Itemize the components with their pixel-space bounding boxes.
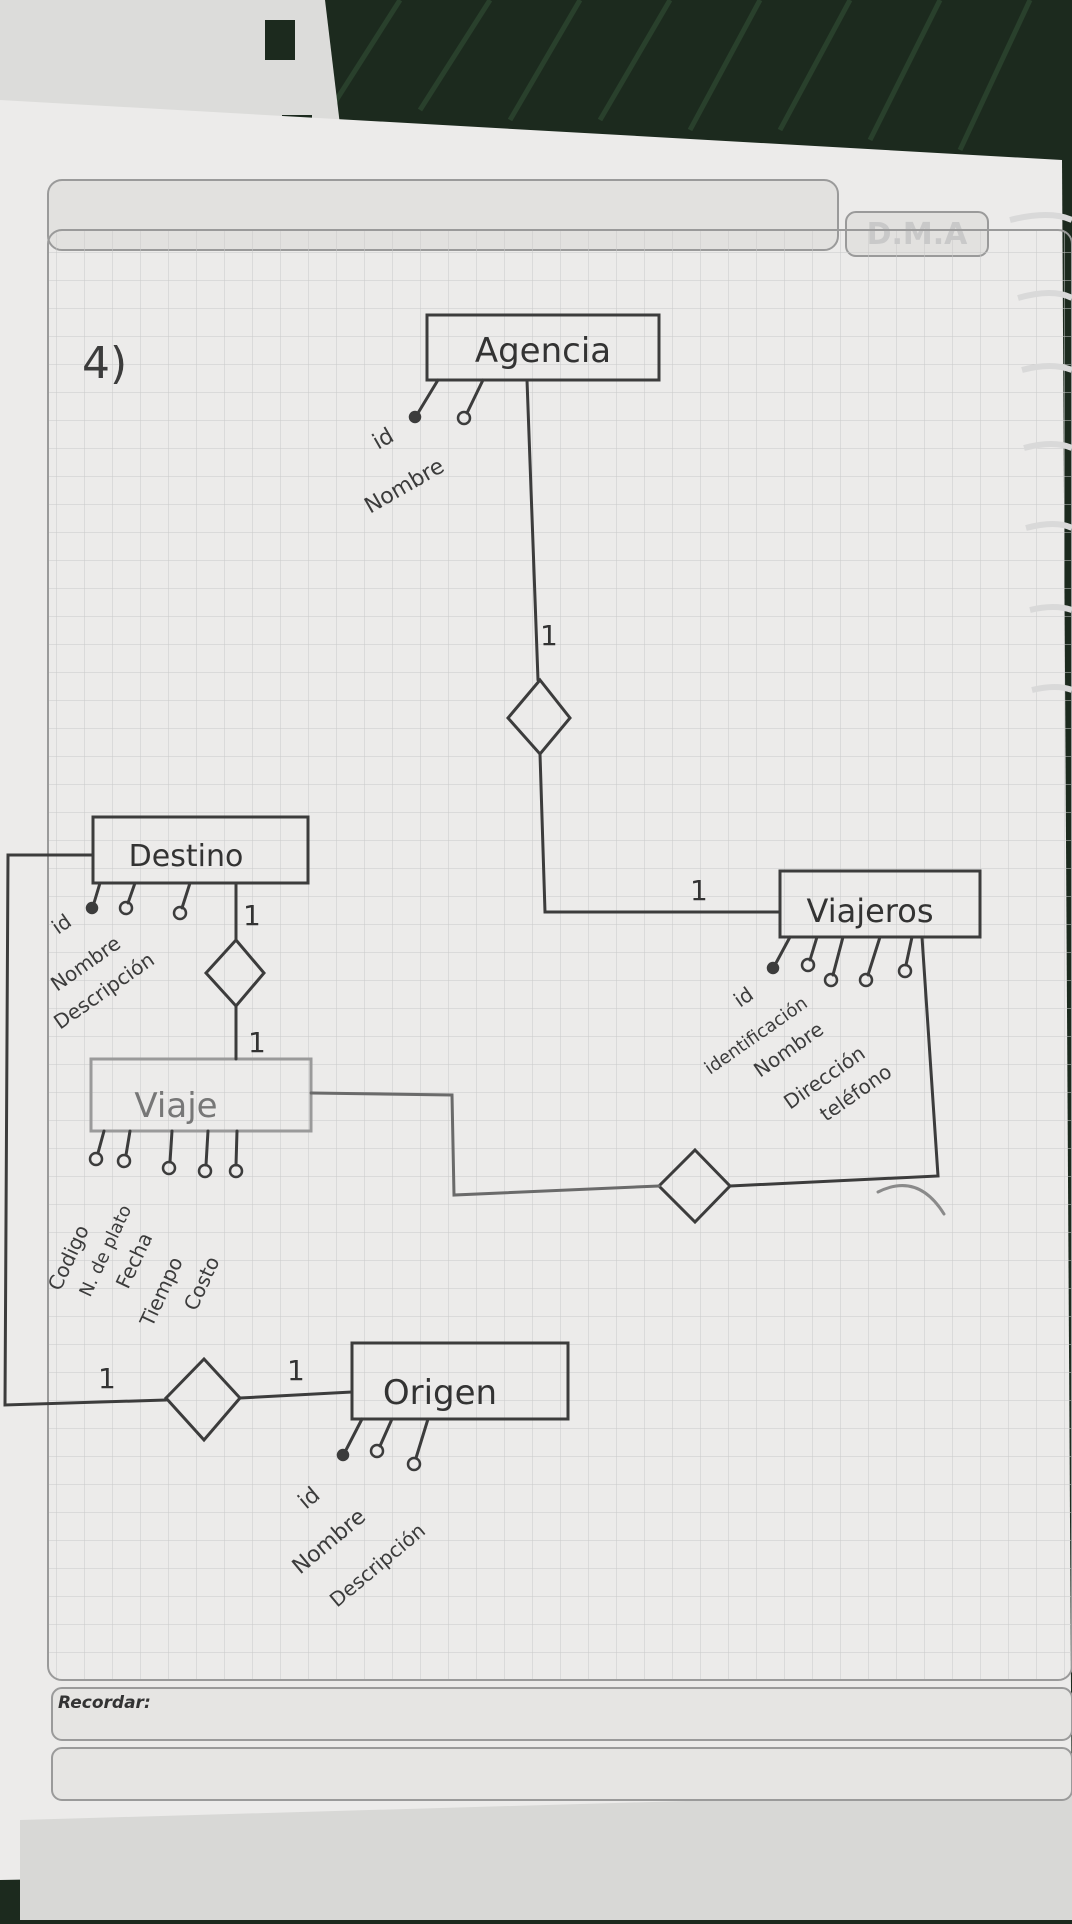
cardinality-label: 1 xyxy=(540,619,558,652)
attribute-markers xyxy=(85,410,913,1472)
entity-origen xyxy=(350,1341,570,1421)
entity-agencia xyxy=(425,313,661,382)
footer-box xyxy=(51,1687,1072,1741)
cardinality-label: 1 xyxy=(243,899,261,932)
cardinality-labels: 1 1 1 1 1 1 xyxy=(98,619,708,1395)
background-texture xyxy=(327,0,1033,152)
cardinality-label: 1 xyxy=(248,1026,266,1059)
attribute-stem xyxy=(416,378,440,415)
line-destino-rel-origen xyxy=(3,853,168,1407)
relationship-viaje-viajeros xyxy=(656,1147,733,1225)
entity-label-agencia: Agencia xyxy=(475,331,611,371)
footer-label: Recordar: xyxy=(58,1693,151,1713)
entity-destino xyxy=(91,815,310,885)
line-viaje-rel xyxy=(309,1091,661,1197)
back-page xyxy=(0,0,340,125)
entity-label-destino: Destino xyxy=(129,839,244,874)
grid-area xyxy=(47,229,1072,1681)
cardinality-label: 1 xyxy=(287,1354,305,1387)
entity-label-origen: Origen xyxy=(383,1373,497,1413)
cardinality-label: 1 xyxy=(690,874,708,907)
line-agencia-rel xyxy=(525,378,540,682)
paper-edge xyxy=(20,1790,1072,1920)
spiral-binding xyxy=(1009,212,1072,693)
line-rel-viajeros xyxy=(538,752,782,914)
entity-viaje xyxy=(89,1057,313,1133)
exercise-number: 4) xyxy=(82,338,127,389)
binder-hole xyxy=(265,20,295,60)
er-diagram xyxy=(3,313,982,1460)
cardinality-label: 1 xyxy=(98,1362,116,1395)
stray-mark xyxy=(876,1184,946,1216)
relationship-destino-origen xyxy=(163,1356,243,1443)
entity-label-viaje: Viaje xyxy=(134,1086,217,1126)
entity-label-viajeros: Viajeros xyxy=(807,892,934,930)
line-rel-origen xyxy=(238,1390,354,1400)
footer-box-2 xyxy=(51,1747,1072,1801)
attribute-stem xyxy=(465,378,485,415)
line-rel-viajeros-2 xyxy=(728,935,940,1188)
